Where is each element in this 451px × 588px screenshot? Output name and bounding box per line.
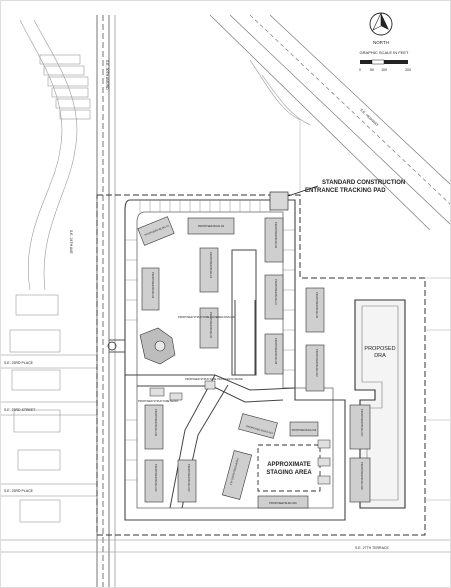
street-ave-west: S.E. 24TH AVE — [69, 230, 73, 254]
central-spine-road — [125, 249, 296, 509]
building-6 — [264, 217, 284, 263]
label-pavilion: PROPOSED STRUCTURE COVERED PAVILION — [178, 315, 235, 319]
tracking-pad-leader — [287, 185, 319, 197]
entrance-drive — [107, 339, 125, 353]
scale-title: GRAPHIC SCALE IN FEET — [360, 50, 409, 55]
building-1 — [137, 216, 175, 246]
building-12 — [144, 459, 164, 503]
building-3 — [141, 267, 160, 311]
label-building-19: PROPOSED BLDG #19 — [292, 430, 317, 432]
building-8 — [264, 333, 284, 375]
label-building-17: PROPOSED BLDG #17 — [360, 409, 364, 437]
label-building-13: PROPOSED BLDG #13 — [187, 464, 191, 492]
small-structures — [149, 380, 331, 485]
street-place-23b: S.E. 23RD PLACE — [4, 489, 34, 493]
street-street-23: S.E. 23RD STREET — [4, 408, 36, 412]
north-arrow — [369, 12, 393, 36]
street-place-23: S.E. 23RD PLACE — [4, 361, 34, 365]
label-building-18: PROPOSED BLDG #18 — [360, 462, 364, 490]
buildings — [137, 216, 371, 509]
label-building-11: PROPOSED BLDG #11 — [154, 409, 158, 437]
proposed-dra — [354, 299, 406, 509]
label-building-12: PROPOSED BLDG #12 — [154, 464, 158, 492]
clubhouse-pavilion — [139, 327, 176, 365]
building-2 — [187, 217, 235, 235]
street-ave-main: S.E. 30TH AVE/RD — [105, 60, 109, 90]
dra-label-line2: DRA — [374, 353, 386, 359]
label-maint: PROPOSED STRUCTURE MAINT. — [138, 399, 179, 403]
north-label: NORTH — [373, 40, 389, 45]
scale-tick-100: 100 — [381, 68, 387, 72]
label-building-8: PROPOSED BLDG #8 — [274, 338, 278, 365]
label-building-15: PROPOSED BLDG #15 — [246, 424, 274, 435]
label-building-7: PROPOSED BLDG #7 — [274, 279, 278, 306]
scale-tick-50: 50 — [370, 68, 374, 72]
building-5 — [199, 307, 219, 349]
building-15 — [238, 413, 278, 439]
street-terrace: S.E. 27TH TERRACE — [355, 546, 389, 550]
building-13 — [177, 459, 197, 503]
building-7 — [264, 274, 284, 320]
tracking-pad-callout-line1: STANDARD CONSTRUCTION — [322, 180, 405, 186]
label-building-9: PROPOSED BLDG #9 — [315, 292, 319, 319]
scale-tick-0: 0 — [359, 68, 361, 72]
label-building-10: PROPOSED BLDG #10 — [315, 349, 319, 377]
label-building-4: PROPOSED BLDG #4 — [209, 252, 213, 279]
building-10 — [305, 344, 325, 392]
scale-tick-200: 200 — [405, 68, 411, 72]
building-18 — [349, 457, 371, 503]
label-building-14: PROPOSED BLDG #14 — [229, 458, 240, 486]
east-lot-lines — [299, 120, 451, 501]
dra-label-line1: PROPOSED — [364, 346, 395, 352]
building-19 — [289, 421, 319, 437]
staging-label-line1: APPROXIMATE — [267, 462, 311, 468]
label-building-16: PROPOSED BLDG #16 — [269, 501, 297, 505]
main-avenue — [96, 15, 116, 588]
street-highway: S.E. HIGHWAY — [359, 108, 379, 128]
tracking-pad-callout-line2: ENTRANCE TRACKING PAD — [305, 188, 386, 194]
highway-corridor — [209, 14, 451, 231]
building-11 — [144, 404, 164, 450]
offsite-context — [9, 19, 91, 523]
building-14 — [221, 450, 253, 500]
parking-stalls — [125, 200, 295, 481]
building-4 — [199, 247, 219, 293]
building-9 — [305, 287, 325, 333]
building-16 — [257, 495, 309, 509]
scale-bar — [360, 59, 408, 65]
building-17 — [349, 404, 371, 450]
label-building-3: PROPOSED BLDG #3 — [151, 272, 155, 299]
label-building-6: PROPOSED BLDG #6 — [274, 222, 278, 249]
label-building-5: PROPOSED BLDG #5 — [209, 312, 213, 339]
side-streets — [0, 354, 451, 553]
staging-area — [257, 444, 321, 492]
tracking-pad — [269, 191, 289, 211]
label-trash: PROPOSED STRUCTURE TRASH ENCLOSURE — [185, 377, 243, 381]
staging-label-line2: STAGING AREA — [266, 470, 312, 476]
label-building-2: PROPOSED BLDG #2 — [198, 224, 225, 228]
